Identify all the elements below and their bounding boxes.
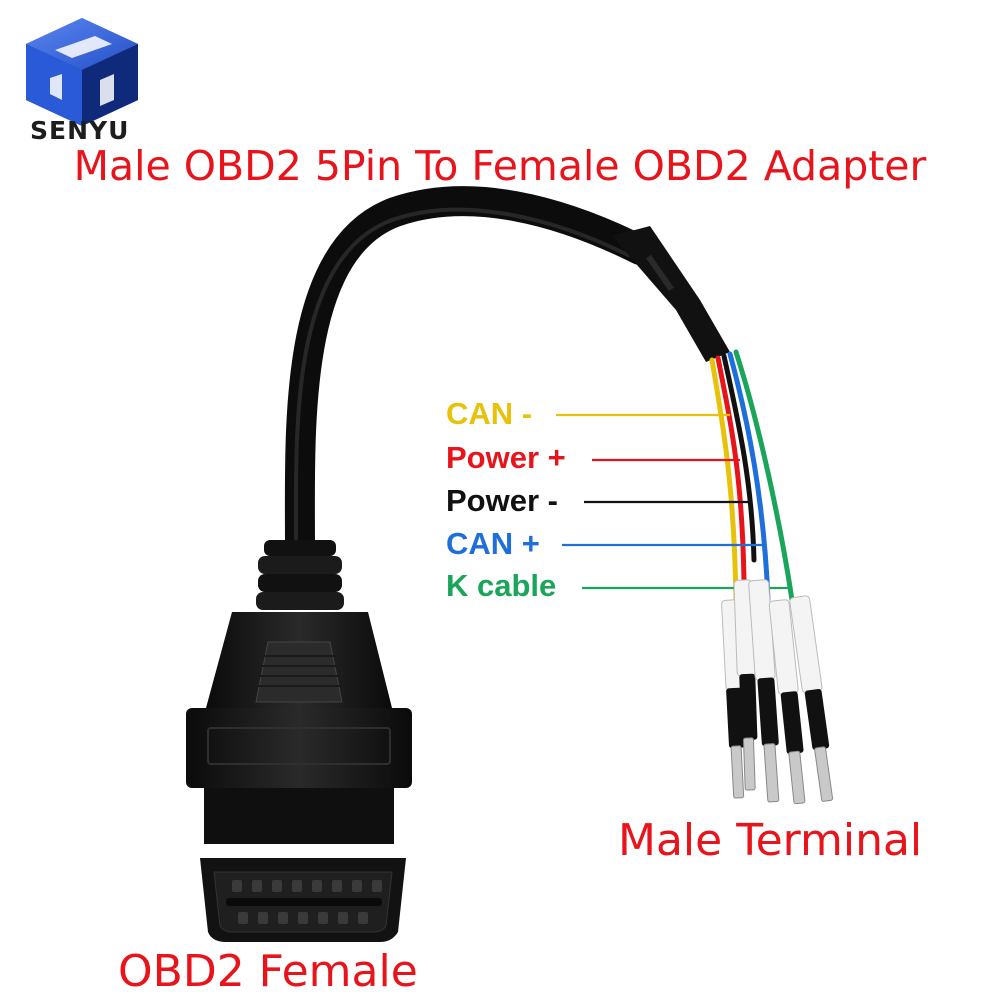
- brand-name: SENYU: [30, 116, 130, 145]
- obd2-female-connector-icon: [186, 612, 412, 942]
- wire-label-power-plus: Power +: [446, 440, 566, 475]
- label-pointer-lines: [556, 413, 790, 590]
- wire-label-k-cable: K cable: [446, 568, 557, 603]
- senyu-cube-logo-icon: [26, 18, 138, 126]
- wire-label-power-minus: Power -: [446, 483, 558, 518]
- cable-icon: [284, 186, 655, 563]
- strain-relief-icon: [256, 540, 344, 610]
- colored-wires: [709, 349, 795, 603]
- product-title: Male OBD2 5Pin To Female OBD2 Adapter: [73, 142, 927, 190]
- wire-label-can-plus: CAN +: [446, 526, 540, 561]
- wire-label-can-minus: CAN -: [446, 396, 533, 431]
- male-terminal-pins: [721, 579, 834, 805]
- caption-obd2-female: OBD2 Female: [118, 946, 418, 997]
- cable-sleeve-icon: [612, 226, 730, 362]
- caption-male-terminal: Male Terminal: [618, 815, 923, 866]
